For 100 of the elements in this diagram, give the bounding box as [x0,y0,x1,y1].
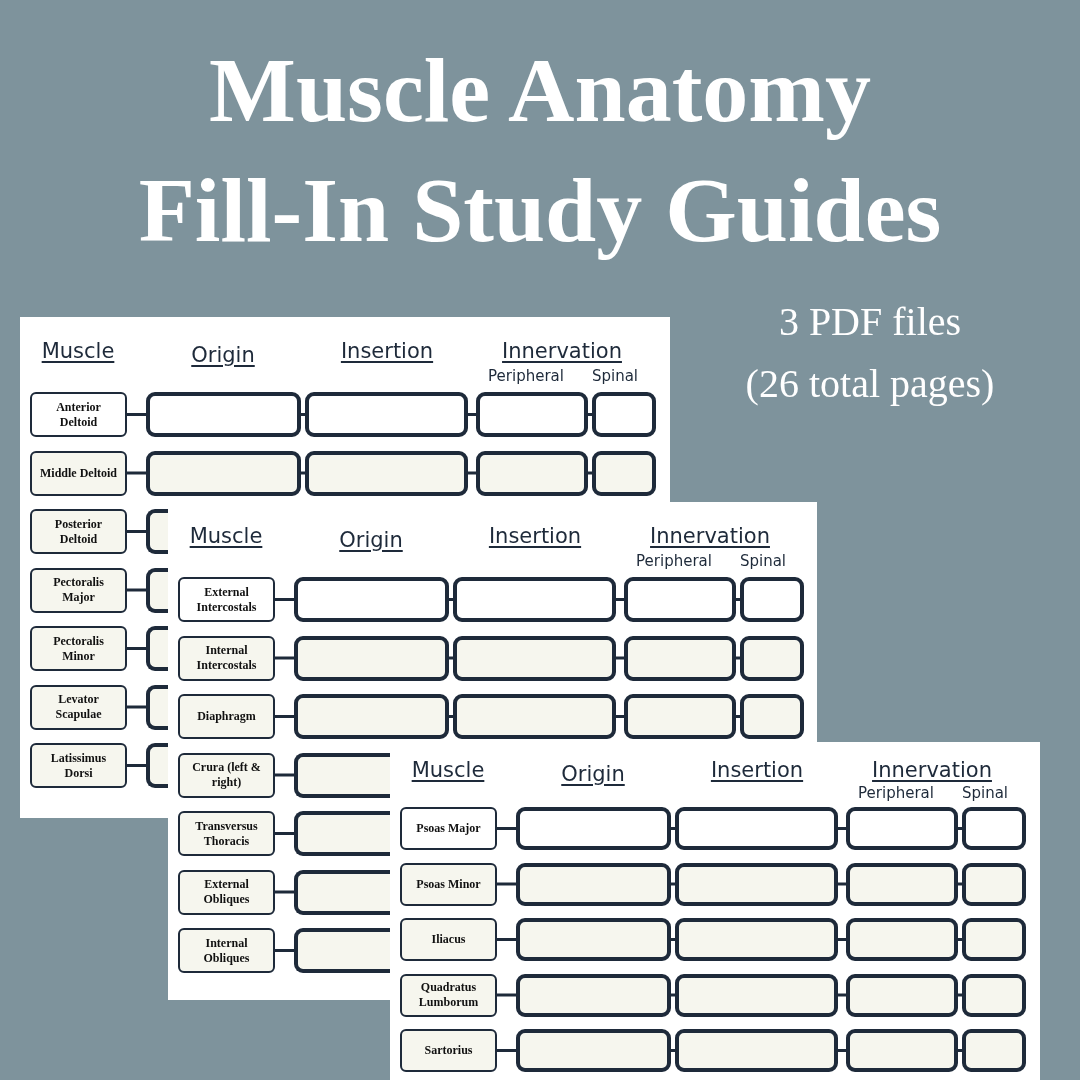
title: Muscle Anatomy Fill-In Study Guides [137,38,943,263]
column-heading: Insertion [340,339,434,363]
muscle-name-box: Quadratus Lumborum [400,973,497,1017]
answer-box [453,577,616,622]
muscle-name-box: Posterior Deltoid [30,509,127,554]
answer-box [962,862,1026,906]
connector-line [958,993,962,997]
connector-line [838,882,846,886]
answer-box [962,1029,1026,1072]
answer-box [294,752,390,798]
column-subheading: Spinal [961,784,1009,802]
connector-line [497,882,516,886]
answer-box [305,450,468,496]
connector-line [497,938,516,941]
answer-box [294,928,390,973]
answer-box [516,862,671,906]
muscle-name-box: Levator Scapulae [30,684,127,730]
column-heading: Muscle [411,758,485,782]
connector-line [468,413,476,416]
column-heading: Innervation [872,758,992,782]
connector-line [449,656,453,660]
connector-line [616,715,624,718]
answer-box [740,694,804,739]
muscle-name-box: Crura (left & right) [178,752,275,798]
connector-line [275,832,294,835]
connector-line [127,764,146,767]
connector-line [736,715,740,718]
answer-box [146,743,168,788]
answer-box [675,807,838,850]
connector-line [301,413,305,416]
answer-box [675,973,838,1017]
connector-line [671,993,675,997]
muscle-name-box: Anterior Deltoid [30,392,127,437]
column-heading: Origin [191,343,255,367]
connector-line [958,882,962,886]
column-subheading: Peripheral [858,784,934,802]
connector-line [127,471,146,475]
muscle-name-box: Internal Intercostals [178,635,275,681]
answer-box [740,577,804,622]
column-heading: Insertion [710,758,804,782]
connector-line [127,588,146,592]
muscle-name-box: Pectoralis Minor [30,626,127,671]
muscle-name-box: Internal Obliques [178,928,275,973]
answer-box [675,862,838,906]
column-heading: Muscle [41,339,115,363]
answer-box [962,807,1026,850]
connector-line [671,938,675,941]
answer-box [624,635,736,681]
connector-line [838,993,846,997]
answer-box [624,694,736,739]
answer-box [516,918,671,961]
answer-box [624,577,736,622]
answer-box [740,635,804,681]
answer-box [846,973,958,1017]
connector-line [838,938,846,941]
connector-line [449,715,453,718]
answer-box [962,973,1026,1017]
answer-box [453,694,616,739]
connector-line [275,890,294,894]
muscle-name-box: Psoas Major [400,807,497,850]
answer-box [146,392,301,437]
connector-line [127,530,146,533]
answer-box [516,1029,671,1072]
answer-box [846,807,958,850]
answer-box [146,684,168,730]
answer-box [516,807,671,850]
answer-box [146,567,168,613]
muscle-name-box: Psoas Minor [400,862,497,906]
answer-box [476,392,588,437]
connector-line [588,471,592,475]
connector-line [127,705,146,709]
connector-line [838,1049,846,1052]
connector-line [616,598,624,601]
connector-line [449,598,453,601]
connector-line [958,827,962,830]
muscle-name-box: Sartorius [400,1029,497,1072]
column-subheading: Peripheral [636,552,712,570]
connector-line [275,598,294,601]
answer-box [294,635,449,681]
connector-line [468,471,476,475]
answer-box [146,509,168,554]
answer-box [476,450,588,496]
muscle-name-box: Middle Deltoid [30,450,127,496]
answer-box [146,450,301,496]
column-heading: Muscle [189,524,263,548]
column-subheading: Spinal [591,367,639,385]
connector-line [736,656,740,660]
connector-line [736,598,740,601]
column-heading: Origin [339,528,403,552]
column-heading: Insertion [488,524,582,548]
connector-line [671,827,675,830]
answer-box [846,1029,958,1072]
answer-box [962,918,1026,961]
connector-line [958,1049,962,1052]
column-subheading: Peripheral [488,367,564,385]
answer-box [675,1029,838,1072]
answer-box [592,392,656,437]
muscle-name-box: Diaphragm [178,694,275,739]
answer-box [294,869,390,915]
answer-box [846,918,958,961]
